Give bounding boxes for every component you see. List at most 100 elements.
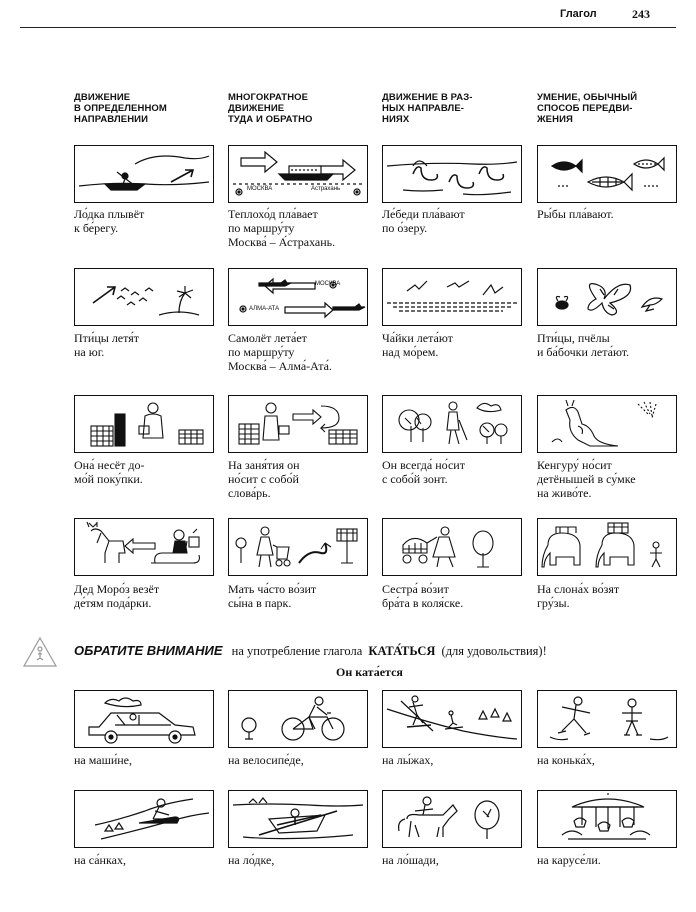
column-heading-line: МНОГОКРАТНОЕ bbox=[228, 92, 309, 103]
caption-line: Теплохо́д пла́вает bbox=[228, 207, 318, 221]
illustration-birds bbox=[74, 268, 214, 326]
caption-kangaroo: Кенгуру́ но́сит детёнышей в су́мке на жи… bbox=[537, 458, 636, 500]
example-subline: Он ката́ется bbox=[336, 665, 403, 679]
caption-sleigh: Дед Моро́з везёт де́тям пода́рки. bbox=[74, 582, 159, 610]
illustration-carousel bbox=[537, 790, 677, 848]
caption-carry-home: Она́ несёт до- мо́й поку́пки. bbox=[74, 458, 144, 486]
caption-line: Ле́беди пла́вают bbox=[382, 207, 465, 221]
caption-line: Ры́бы пла́вают. bbox=[537, 207, 614, 221]
caption-line: Пти́цы, пчёлы bbox=[537, 331, 610, 345]
caption-line: Дед Моро́з везёт bbox=[74, 582, 160, 596]
caption-carousel: на карусе́ли. bbox=[537, 853, 601, 867]
caption-fish: Ры́бы пла́вают. bbox=[537, 207, 614, 221]
illustration-boat bbox=[74, 145, 214, 203]
illustration-skis bbox=[382, 690, 522, 748]
caption-line: Самолёт лета́ет bbox=[228, 331, 307, 345]
map-label-alma-ata: АЛМА-АТА bbox=[249, 306, 280, 312]
running-head: Глагол 243 bbox=[0, 0, 696, 30]
column-heading-line: ЖЕНИЯ bbox=[537, 114, 573, 125]
illustration-pram bbox=[382, 518, 522, 576]
caption-line: к бе́регу. bbox=[74, 221, 119, 235]
caption-line: по о́зеру. bbox=[382, 221, 428, 235]
illustration-swans bbox=[382, 145, 522, 203]
attention-text: на употребление глагола bbox=[231, 644, 363, 658]
illustration-sled bbox=[74, 790, 214, 848]
map-label-moscow: МОСКВА bbox=[315, 281, 341, 287]
illustration-elephants bbox=[537, 518, 677, 576]
attention-verb: КАТА́ТЬСЯ bbox=[368, 644, 436, 658]
column-heading-line: В ОПРЕДЕЛЕННОМ bbox=[74, 103, 167, 114]
caption-line: сы́на в парк. bbox=[228, 596, 292, 610]
caption-line: мо́й поку́пки. bbox=[74, 472, 143, 486]
caption-skates: на конька́х, bbox=[537, 753, 595, 767]
caption-line: Ча́йки лета́ют bbox=[382, 331, 453, 345]
caption-pram: Сестра́ во́зит бра́та в коля́ске. bbox=[382, 582, 463, 610]
column-heading-1: ДВИЖЕНИЕ В ОПРЕДЕЛЕННОМ НАПРАВЛЕНИИ bbox=[74, 92, 167, 125]
caption-line: гру́зы. bbox=[537, 596, 570, 610]
caption-line: Сестра́ во́зит bbox=[382, 582, 449, 596]
caption-line: де́тям пода́рки. bbox=[74, 596, 152, 610]
illustration-car bbox=[74, 690, 214, 748]
illustration-gulls bbox=[382, 268, 522, 326]
caption-line: На слона́х во́зят bbox=[537, 582, 620, 596]
illustration-sleigh bbox=[74, 518, 214, 576]
caption-stroller: Мать ча́сто во́зит сы́на в парк. bbox=[228, 582, 316, 610]
illustration-rowboat bbox=[228, 790, 368, 848]
map-label-astrakhan: Астрахань bbox=[311, 186, 341, 192]
header-rule bbox=[20, 27, 676, 28]
column-heading-line: ДВИЖЕНИЕ В РАЗ- bbox=[382, 92, 473, 103]
caption-line: Кенгуру́ но́сит bbox=[537, 458, 612, 472]
illustration-umbrella bbox=[382, 395, 522, 453]
column-heading-line: СПОСОБ ПЕРЕДВИ- bbox=[537, 103, 633, 114]
caption-line: На заня́тия он bbox=[228, 458, 300, 472]
caption-line: детёнышей в су́мке bbox=[537, 472, 636, 486]
caption-umbrella: Он всегда́ но́сит с собо́й зонт. bbox=[382, 458, 465, 486]
caption-line: но́сит с собо́й bbox=[228, 472, 299, 486]
caption-horse: на ло́шади, bbox=[382, 853, 439, 867]
caption-bicycle: на велосипе́де, bbox=[228, 753, 304, 767]
caption-line: с собо́й зонт. bbox=[382, 472, 448, 486]
caption-elephants: На слона́х во́зят гру́зы. bbox=[537, 582, 619, 610]
column-heading-line: НАПРАВЛЕНИИ bbox=[74, 114, 149, 125]
attention-heading: ОБРАТИТЕ ВНИМАНИЕ bbox=[74, 643, 223, 658]
illustration-bicycle bbox=[228, 690, 368, 748]
illustration-ship: МОСКВА Астрахань bbox=[228, 145, 368, 203]
illustration-skates bbox=[537, 690, 677, 748]
caption-car: на маши́не, bbox=[74, 753, 132, 767]
illustration-fish bbox=[537, 145, 677, 203]
caption-skis: на лы́жах, bbox=[382, 753, 434, 767]
illustration-carry-dictionary bbox=[228, 395, 368, 453]
caption-swans: Ле́беди пла́вают по о́зеру. bbox=[382, 207, 465, 235]
caption-birds: Пти́цы летя́т на юг. bbox=[74, 331, 139, 359]
caption-line: Он всегда́ но́сит bbox=[382, 458, 465, 472]
caption-gulls: Ча́йки лета́ют над мо́рем. bbox=[382, 331, 453, 359]
caption-boat: Ло́дка плывёт к бе́регу. bbox=[74, 207, 144, 235]
page-number: 243 bbox=[632, 7, 650, 21]
illustration-kangaroo bbox=[537, 395, 677, 453]
caption-carry-dictionary: На заня́тия он но́сит с собо́й слова́рь. bbox=[228, 458, 300, 500]
column-heading-3: ДВИЖЕНИЕ В РАЗ- НЫХ НАПРАВЛЕ- НИЯХ bbox=[382, 92, 473, 125]
column-heading-4: УМЕНИЕ, ОБЫЧНЫЙ СПОСОБ ПЕРЕДВИ- ЖЕНИЯ bbox=[537, 92, 637, 125]
column-heading-2: МНОГОКРАТНОЕ ДВИЖЕНИЕ ТУДА И ОБРАТНО bbox=[228, 92, 313, 125]
column-heading-line: УМЕНИЕ, ОБЫЧНЫЙ bbox=[537, 92, 638, 103]
caption-line: Она́ несёт до- bbox=[74, 458, 145, 472]
caption-line: на юг. bbox=[74, 345, 105, 359]
caption-plane: Самолёт лета́ет по маршру́ту Москва́ – А… bbox=[228, 331, 332, 373]
column-heading-line: ДВИЖЕНИЕ bbox=[74, 92, 131, 103]
caption-line: над мо́рем. bbox=[382, 345, 439, 359]
illustration-horse bbox=[382, 790, 522, 848]
illustration-stroller bbox=[228, 518, 368, 576]
caption-line: Ло́дка плывёт bbox=[74, 207, 145, 221]
attention-tail: (для удовольствия)! bbox=[441, 644, 547, 658]
caption-sled: на са́нках, bbox=[74, 853, 126, 867]
column-heading-line: НЫХ НАПРАВЛЕ- bbox=[382, 103, 465, 114]
caption-line: слова́рь. bbox=[228, 486, 271, 500]
caption-line: Мать ча́сто во́зит bbox=[228, 582, 317, 596]
caption-rowboat: на ло́дке, bbox=[228, 853, 275, 867]
column-heading-line: ТУДА И ОБРАТНО bbox=[228, 114, 313, 125]
column-heading-line: ДВИЖЕНИЕ bbox=[228, 103, 285, 114]
caption-line: Пти́цы летя́т bbox=[74, 331, 139, 345]
caption-line: Москва́ – Алма́-Ата́. bbox=[228, 359, 332, 373]
caption-line: по маршру́ту bbox=[228, 221, 295, 235]
illustration-insects bbox=[537, 268, 677, 326]
